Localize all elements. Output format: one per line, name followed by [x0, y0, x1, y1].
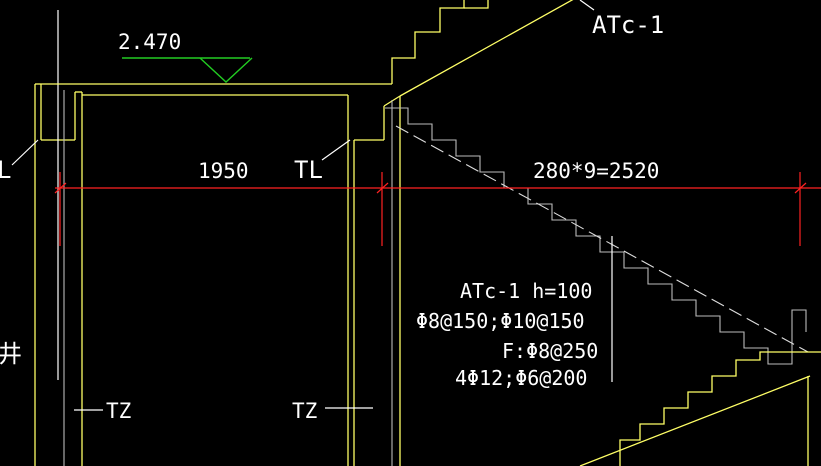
column-tz-left-label: TZ	[106, 399, 131, 423]
elevation-label: 2.470	[118, 30, 181, 54]
landing-slab	[41, 83, 392, 96]
lower-right-stair	[579, 351, 821, 466]
left-wall	[34, 10, 83, 466]
dimension-line	[54, 172, 821, 246]
rebar-line-3: 4Φ12;Φ6@200	[455, 366, 587, 390]
rebar-line-1: Φ8@150;Φ10@150	[416, 309, 585, 333]
elevation-marker	[122, 57, 253, 83]
dimension-2520: 280*9=2520	[533, 159, 659, 183]
stair-spec-label: ATc-1 h=100	[460, 279, 592, 303]
lower-stair-hidden	[385, 107, 809, 365]
upper-stair-flight	[391, 0, 574, 97]
middle-column	[347, 95, 401, 466]
beam-tl-label: TL	[294, 156, 323, 184]
partial-char-label: 井	[0, 340, 22, 368]
leader-lines	[11, 0, 613, 411]
column-tz-mid-label: TZ	[292, 399, 317, 423]
stair-top-label: ATc-1	[592, 11, 664, 39]
rebar-line-2: F:Φ8@250	[502, 339, 598, 363]
beam-l-label: L	[0, 156, 11, 184]
dimension-1950: 1950	[198, 159, 249, 183]
